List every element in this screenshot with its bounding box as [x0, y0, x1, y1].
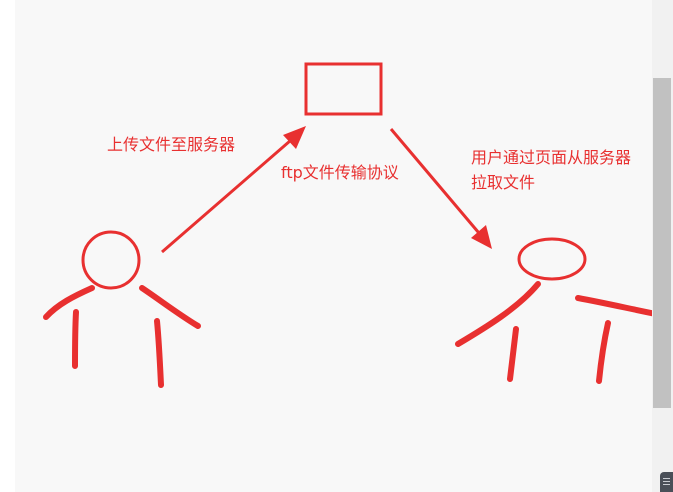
uploader-left-arm: [43, 285, 95, 320]
menu-icon-lines: [663, 478, 670, 479]
uploader-right-arm: [139, 285, 201, 329]
uploader-head: [81, 230, 141, 290]
upload-label: 上传文件至服务器: [107, 135, 236, 154]
server-box: [304, 62, 383, 116]
protocol-label: ftp文件传输协议: [281, 163, 399, 182]
uploader-right-leg: [154, 318, 164, 388]
download-arrow: [389, 128, 492, 249]
downloader-left-leg: [507, 326, 519, 382]
downloader-right-arm: [575, 295, 659, 317]
uploader-left-leg: [72, 309, 79, 369]
download-label-line2: 拉取文件: [471, 173, 536, 192]
drawing-canvas: [15, 0, 652, 492]
menu-icon[interactable]: [660, 472, 673, 492]
downloader-stick-figure: [455, 237, 659, 384]
download-label-line1: 用户通过页面从服务器: [471, 148, 632, 167]
downloader-head: [517, 237, 587, 281]
downloader-right-leg: [596, 320, 611, 384]
uploader-stick-figure: [43, 230, 201, 388]
scrollbar-thumb[interactable]: [653, 78, 671, 408]
downloader-left-arm: [455, 281, 541, 347]
upload-arrow: [161, 126, 306, 254]
